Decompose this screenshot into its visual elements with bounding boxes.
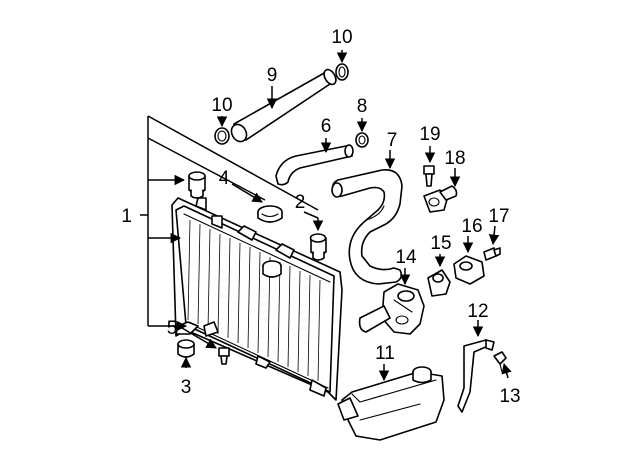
callout-15: 15 — [430, 233, 451, 254]
radiator-cap — [257, 205, 283, 223]
water-pump-housing — [358, 283, 425, 335]
hose-clip — [493, 351, 507, 373]
leader-lines — [140, 50, 512, 382]
mount-cushion-right — [309, 233, 327, 261]
callout-18: 18 — [444, 148, 465, 169]
coolant-reservoir — [337, 366, 445, 441]
callout-5: 5 — [167, 318, 178, 339]
callout-4: 4 — [219, 168, 230, 189]
mount-cushion-left — [188, 171, 206, 199]
callout-10-left: 10 — [211, 95, 232, 116]
drain-plug — [218, 347, 230, 365]
callout-6: 6 — [321, 116, 332, 137]
mount-cushion-bottom — [177, 339, 195, 358]
callout-13: 13 — [499, 386, 520, 407]
thermostat — [427, 269, 451, 297]
bypass-hose — [275, 144, 354, 186]
lower-hose — [331, 169, 403, 285]
water-outlet — [453, 255, 485, 285]
reservoir-hose — [457, 339, 495, 413]
callout-1: 1 — [121, 206, 132, 227]
radiator — [171, 197, 343, 401]
callout-labels: 1 2 3 4 5 6 7 8 9 10 10 11 12 13 14 15 1… — [121, 27, 520, 407]
upper-hose — [230, 68, 337, 143]
callout-9: 9 — [267, 65, 278, 86]
callout-14: 14 — [395, 247, 417, 268]
callout-12: 12 — [467, 301, 488, 322]
callout-8: 8 — [357, 96, 368, 117]
callout-7: 7 — [387, 130, 398, 151]
temperature-sensor — [483, 247, 501, 261]
hose-clamp-small — [355, 132, 369, 148]
callout-2: 2 — [295, 192, 306, 213]
callout-17: 17 — [488, 206, 509, 227]
callout-19: 19 — [419, 124, 440, 145]
hose-clamp-upper — [335, 63, 349, 81]
bolt-19 — [423, 165, 435, 187]
callout-3: 3 — [181, 377, 192, 398]
callout-10-upper: 10 — [331, 27, 352, 48]
water-inlet — [423, 185, 458, 213]
callout-16: 16 — [461, 216, 482, 237]
hose-clamp-left — [214, 127, 230, 145]
callout-11: 11 — [375, 343, 395, 364]
